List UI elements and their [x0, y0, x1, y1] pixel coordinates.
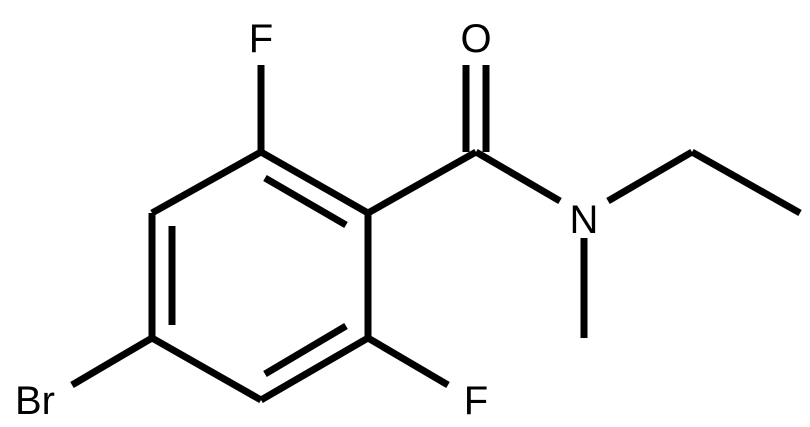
atom-label-fluorine-bottom: F: [464, 379, 488, 423]
ring-double-bond-inner-c1-c2: [263, 174, 348, 229]
ring-double-bond-inner-c5-c6: [263, 322, 348, 378]
atom-label-oxygen: O: [460, 17, 491, 61]
bond-ethyl-ch2-ch3: [690, 148, 802, 217]
bond-c4-bromine: [70, 334, 154, 389]
ring-bond-c5-c6: [259, 334, 370, 404]
ring-bond-c2-c3: [150, 148, 263, 217]
ring-bond-c1-c2: [259, 148, 370, 217]
bond-c6-fluorine: [366, 334, 450, 389]
atom-label-fluorine-top: F: [249, 17, 273, 61]
ring-bond-c4-c5: [150, 334, 263, 404]
bond-nitrogen-ethyl-ch2: [606, 148, 694, 205]
atom-label-bromine: Br: [15, 379, 55, 423]
atom-label-nitrogen: N: [570, 198, 599, 242]
bond-carbonyl-nitrogen: [474, 148, 562, 205]
bond-ring-carbonyl-carbon: [366, 148, 478, 217]
